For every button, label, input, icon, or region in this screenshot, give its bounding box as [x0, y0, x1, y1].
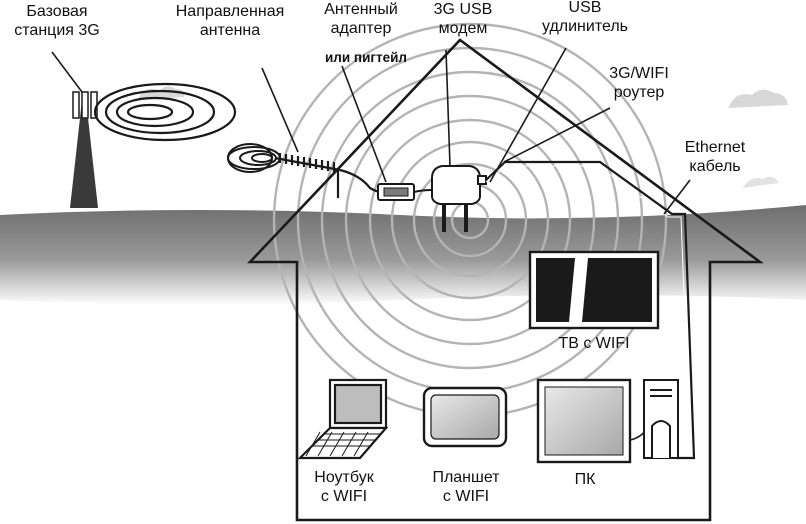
label-usb-line1: USB [568, 0, 602, 16]
label-pc: ПК [574, 471, 596, 488]
directional-antenna-icon [274, 153, 389, 198]
tablet-icon [422, 386, 508, 448]
label-router-line2: роутер [613, 84, 665, 101]
label-laptop-line2: с WIFI [320, 488, 368, 505]
label-ethernet-line2: кабель [689, 158, 741, 175]
label-pigtail: или пигтейл [325, 50, 407, 65]
cloud-right-small [742, 176, 779, 188]
label-ethernet: Ethernet кабель [670, 138, 760, 176]
label-adapter-line1: Антенный [324, 1, 398, 18]
label-base-station-line2: станция 3G [14, 22, 100, 39]
label-antenna-line1: Направленная [175, 3, 285, 20]
antenna-signal-icon [227, 143, 281, 173]
label-router-line1: 3G/WIFI [609, 65, 669, 82]
label-tablet: Планшет с WIFI [414, 468, 518, 506]
label-router: 3G/WIFI роутер [594, 64, 684, 102]
pointer-lines [51, 47, 691, 215]
label-tv: ТВ с WIFI [558, 335, 630, 352]
label-ethernet-line1: Ethernet [684, 139, 746, 156]
label-usb-extender: USB удлинитель [520, 0, 650, 36]
tv-icon [528, 250, 660, 330]
label-modem-line1: 3G USB [433, 1, 493, 18]
house [246, 38, 764, 522]
antenna-adapter-icon [377, 183, 433, 201]
tower-signal-icon [93, 82, 237, 142]
label-tablet-line2: с WIFI [442, 488, 490, 505]
label-tablet-line1: Планшет [432, 469, 500, 486]
laptop-icon [297, 378, 389, 460]
label-base-station: Базовая станция 3G [2, 2, 112, 40]
label-modem: 3G USB модем [418, 0, 508, 38]
pc-monitor-icon [536, 378, 647, 464]
pc-tower-icon [643, 379, 679, 459]
label-antenna-line2: антенна [199, 22, 261, 39]
label-adapter-line2: адаптер [330, 20, 392, 37]
router-icon [431, 165, 487, 232]
cloud-right [728, 89, 788, 108]
label-laptop: Ноутбук с WIFI [296, 468, 392, 506]
label-laptop-line1: Ноутбук [314, 469, 374, 486]
label-base-station-line1: Базовая [26, 3, 88, 20]
tower-icon [70, 91, 98, 208]
cloud-left [138, 86, 185, 100]
label-adapter: Антенный адаптер [306, 0, 416, 38]
label-antenna: Направленная антенна [160, 2, 300, 40]
label-usb-line2: удлинитель [541, 18, 629, 35]
label-modem-line2: модем [438, 20, 488, 37]
